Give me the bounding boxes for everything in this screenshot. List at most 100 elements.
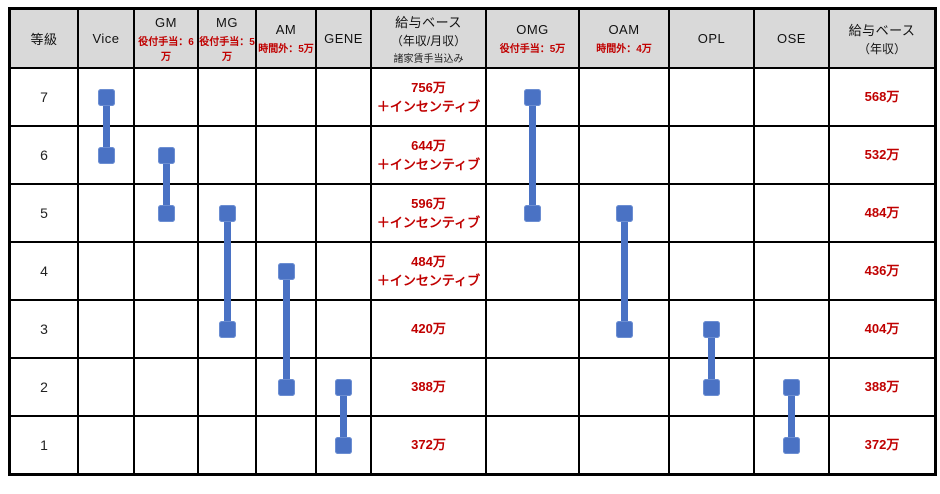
cell-opl-grade-1 [670, 417, 753, 473]
column-header-ose: OSE [755, 10, 828, 67]
cell-gene-grade-1 [317, 417, 370, 473]
salary-value: 756万 [411, 79, 446, 95]
grade-cell-1: 1 [11, 417, 77, 473]
salary-value: 404万 [864, 321, 900, 337]
cell-gene-grade-6 [317, 127, 370, 183]
grade-number: 7 [40, 89, 48, 105]
column-header-allowance: 時間外：5万 [258, 44, 314, 55]
grade-cell-2: 2 [11, 359, 77, 415]
cell-omg-grade-5 [487, 185, 578, 241]
column-header-opl: OPL [670, 10, 753, 67]
cell-am-grade-7 [257, 69, 315, 125]
cell-opl-grade-3 [670, 301, 753, 357]
cell-mg-grade-6 [199, 127, 255, 183]
column-header-oam: OAM 時間外：4万 [580, 10, 668, 67]
salary-value: 372万 [411, 437, 446, 453]
column-header-label: GENE [324, 31, 363, 46]
salary-annual-value: 436万 [865, 261, 900, 281]
cell-vice-grade-5 [79, 185, 133, 241]
column-header-salary_monthly: 給与ベース（年収/月収）諸家賃手当込み [372, 10, 485, 67]
salary-bonus: ＋インセンティブ [376, 273, 481, 288]
cell-ose-grade-1 [755, 417, 828, 473]
cell-vice-grade-6 [79, 127, 133, 183]
salary-monthly-cell-grade-7: 756万＋インセンティブ [372, 69, 485, 125]
salary-value: 436万 [864, 263, 900, 279]
cell-omg-grade-3 [487, 301, 578, 357]
salary-monthly-cell-grade-2: 388万 [372, 359, 485, 415]
cell-gene-grade-7 [317, 69, 370, 125]
cell-gm-grade-7 [135, 69, 197, 125]
cell-opl-grade-6 [670, 127, 753, 183]
column-header-grade: 等級 [11, 10, 77, 67]
salary-value: 388万 [864, 379, 900, 395]
cell-ose-grade-5 [755, 185, 828, 241]
salary-monthly-value: 596万＋インセンティブ [377, 194, 480, 233]
salary-monthly-value: 388万 [411, 377, 446, 397]
cell-ose-grade-2 [755, 359, 828, 415]
grade-cell-6: 6 [11, 127, 77, 183]
cell-gene-grade-2 [317, 359, 370, 415]
grade-number: 4 [40, 263, 48, 279]
cell-mg-grade-3 [199, 301, 255, 357]
grade-cell-3: 3 [11, 301, 77, 357]
grade-cell-4: 4 [11, 243, 77, 299]
cell-opl-grade-7 [670, 69, 753, 125]
salary-monthly-value: 644万 ＋インセンティブ [377, 136, 480, 175]
column-header-label: OMG [516, 22, 549, 37]
cell-vice-grade-3 [79, 301, 133, 357]
cell-ose-grade-3 [755, 301, 828, 357]
salary-monthly-cell-grade-4: 484万＋インセンティブ [372, 243, 485, 299]
grade-number: 5 [40, 205, 48, 221]
salary-monthly-value: 484万＋インセンティブ [377, 252, 480, 291]
cell-vice-grade-1 [79, 417, 133, 473]
cell-opl-grade-2 [670, 359, 753, 415]
column-header-sublabel: （年収） [857, 42, 906, 56]
grade-number: 2 [40, 379, 48, 395]
cell-oam-grade-1 [580, 417, 668, 473]
cell-opl-grade-4 [670, 243, 753, 299]
grade-number: 6 [40, 147, 48, 163]
column-header-label: 給与ベース [848, 23, 916, 38]
cell-oam-grade-6 [580, 127, 668, 183]
column-header-label: OPL [697, 31, 726, 46]
cell-gm-grade-1 [135, 417, 197, 473]
salary-monthly-cell-grade-5: 596万＋インセンティブ [372, 185, 485, 241]
salary-bonus: ＋インセンティブ [376, 157, 481, 172]
cell-gene-grade-4 [317, 243, 370, 299]
cell-mg-grade-2 [199, 359, 255, 415]
salary-monthly-cell-grade-1: 372万 [372, 417, 485, 473]
salary-value: 596万 [411, 195, 446, 211]
cell-omg-grade-1 [487, 417, 578, 473]
column-header-label: 等級 [30, 32, 58, 47]
column-header-label: OAM [608, 22, 640, 37]
cell-am-grade-5 [257, 185, 315, 241]
cell-omg-grade-7 [487, 69, 578, 125]
cell-gm-grade-5 [135, 185, 197, 241]
salary-annual-cell-grade-6: 532万 [830, 127, 934, 183]
column-header-label: GM [155, 14, 177, 30]
cell-gm-grade-4 [135, 243, 197, 299]
column-header-label: 給与ベース [395, 15, 462, 30]
salary-annual-value: 568万 [865, 87, 900, 107]
cell-am-grade-1 [257, 417, 315, 473]
column-header-sublabel: （年収/月収） [390, 34, 467, 48]
salary-value: 420万 [411, 321, 446, 337]
grade-cell-5: 5 [11, 185, 77, 241]
cell-ose-grade-4 [755, 243, 828, 299]
cell-oam-grade-7 [580, 69, 668, 125]
cell-am-grade-3 [257, 301, 315, 357]
cell-vice-grade-4 [79, 243, 133, 299]
salary-annual-value: 404万 [865, 319, 900, 339]
salary-value: 372万 [864, 437, 900, 453]
column-header-allowance: 時間外：4万 [596, 44, 652, 55]
column-header-allowance: 役付手当：5万 [499, 44, 566, 55]
cell-ose-grade-7 [755, 69, 828, 125]
salary-value: 644万 [411, 137, 446, 153]
salary-value: 568万 [864, 89, 900, 105]
salary-monthly-cell-grade-6: 644万 ＋インセンティブ [372, 127, 485, 183]
cell-am-grade-2 [257, 359, 315, 415]
cell-vice-grade-7 [79, 69, 133, 125]
